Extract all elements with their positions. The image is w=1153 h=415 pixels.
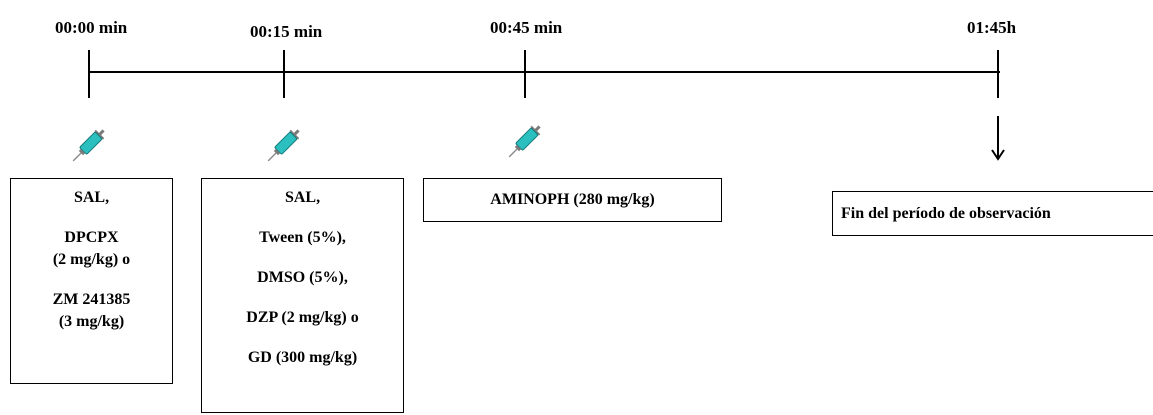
box-line: Tween (5%), (259, 229, 346, 246)
time-label-0015: 00:15 min (250, 22, 323, 41)
time-label-0000: 00:00 min (55, 18, 128, 37)
syringe-icon (508, 125, 541, 158)
arrow-down-icon (991, 116, 1005, 161)
timeline-axis (89, 71, 1000, 73)
treatment-box-3: AMINOPH (280 mg/kg) (423, 178, 722, 222)
time-label-0145: 01:45h (967, 18, 1017, 37)
syringe-icon (267, 129, 300, 162)
treatment-box-2: SAL, Tween (5%), DMSO (5%), DZP (2 mg/kg… (201, 178, 404, 413)
tick-0045 (524, 50, 526, 98)
box-line: DPCPX (64, 229, 119, 246)
box-line: DMSO (5%), (257, 269, 348, 286)
tick-0000 (88, 50, 90, 98)
treatment-box-1: SAL, DPCPX (2 mg/kg) o ZM 241385 (3 mg/k… (10, 178, 173, 384)
tick-0145 (997, 50, 999, 98)
box-line: SAL, (284, 189, 321, 206)
box-line: Fin del período de observación (841, 205, 1051, 222)
end-observation-box: Fin del período de observación (832, 191, 1153, 236)
time-label-0045: 00:45 min (490, 18, 563, 37)
syringe-icon (72, 129, 105, 162)
tick-0015 (283, 50, 285, 98)
box-line: DZP (2 mg/kg) o (246, 309, 359, 326)
box-line: ZM 241385 (52, 291, 131, 308)
box-line: (3 mg/kg) (58, 313, 125, 330)
box-line: SAL, (73, 189, 110, 206)
box-line: AMINOPH (280 mg/kg) (490, 191, 655, 208)
box-line: GD (300 mg/kg) (247, 349, 358, 366)
box-line: (2 mg/kg) o (52, 251, 131, 268)
